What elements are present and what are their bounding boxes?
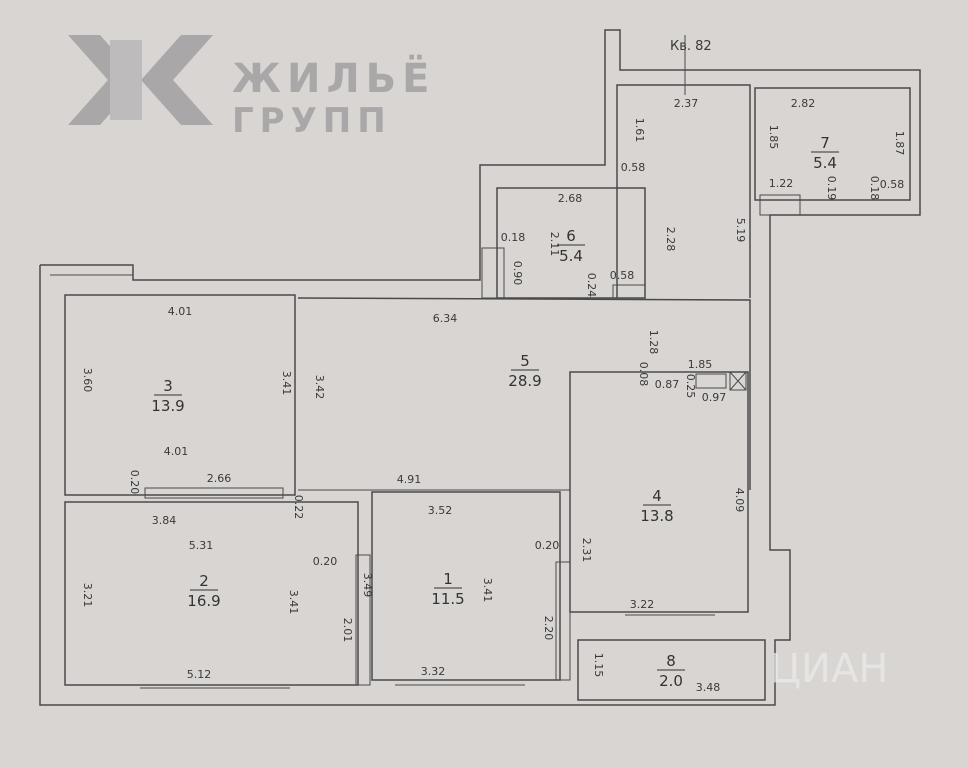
logo-line1: ЖИЛЬЁ <box>232 54 435 102</box>
dimension-label: 5.19 <box>734 218 747 243</box>
dimension-label: 3.84 <box>152 514 177 527</box>
watermark: ЦИАН <box>770 646 888 692</box>
room-area: 11.5 <box>431 590 464 608</box>
dimension-label: 2.01 <box>341 618 354 643</box>
apartment-label: Кв. 82 <box>670 39 712 54</box>
room-number: 2 <box>199 572 209 590</box>
room-number: 3 <box>163 377 173 395</box>
room-label-3: 313.9 <box>151 377 184 415</box>
dimension-label: 0.25 <box>684 374 697 399</box>
room-label-5: 528.9 <box>508 352 541 390</box>
dimension-label: 1.15 <box>592 653 605 678</box>
room-7-outline <box>754 87 911 201</box>
room-label-4: 413.8 <box>640 487 673 525</box>
room-number: 8 <box>666 652 676 670</box>
room-area: 13.9 <box>151 397 184 415</box>
dimension-label: 0.58 <box>880 178 905 191</box>
room-number: 5 <box>520 352 530 370</box>
room-area: 13.8 <box>640 507 673 525</box>
dimension-label: 4.01 <box>164 445 189 458</box>
dimension-label: 5.31 <box>189 539 214 552</box>
room-number: 6 <box>566 227 576 245</box>
room-label-7: 75.4 <box>811 134 839 172</box>
dimension-label: 0.20 <box>128 470 141 495</box>
dimension-label: 2.31 <box>580 538 593 563</box>
walls <box>39 29 921 706</box>
dimension-label: 2.68 <box>558 192 583 205</box>
dimension-label: 0.20 <box>313 555 338 568</box>
dimension-label: 0.18 <box>501 231 526 244</box>
dimension-label: 2.11 <box>548 232 561 257</box>
room-area: 28.9 <box>508 372 541 390</box>
dimension-label: 0.87 <box>655 378 680 391</box>
dimension-label: 0.19 <box>825 176 838 201</box>
dimension-label: 6.34 <box>433 312 458 325</box>
dimension-label: 0.08 <box>637 362 650 387</box>
room-area: 5.4 <box>559 247 583 265</box>
dimension-label: 1.28 <box>647 330 660 355</box>
dimension-label: 4.01 <box>168 305 193 318</box>
room-2-outline <box>64 501 359 686</box>
room-number: 7 <box>820 134 830 152</box>
dimension-label: 2.82 <box>791 97 816 110</box>
dimension-label: 2.37 <box>674 97 699 110</box>
dimension-label: 3.41 <box>287 590 300 615</box>
dimension-label: 0.24 <box>585 273 598 298</box>
dimension-label: 1.22 <box>769 177 794 190</box>
dimension-label: 3.32 <box>421 665 446 678</box>
room-label-8: 82.0 <box>657 652 685 690</box>
dimension-label: 3.42 <box>313 375 326 400</box>
dimension-label: 0.97 <box>702 391 727 404</box>
dimension-label: 1.85 <box>688 358 713 371</box>
dimension-label: 4.91 <box>397 473 422 486</box>
dimension-label: 2.20 <box>542 616 555 641</box>
logo: ЖИЛЬЁ ГРУПП <box>68 35 435 141</box>
dimension-label: 2.66 <box>207 472 232 485</box>
room-area: 16.9 <box>187 592 220 610</box>
dimension-label: 3.48 <box>696 681 721 694</box>
dimension-label: 0.22 <box>292 495 305 520</box>
room-number: 4 <box>652 487 662 505</box>
room-label-6: 65.4 <box>557 227 585 265</box>
dimension-label: 4.09 <box>733 488 746 513</box>
room-area: 5.4 <box>813 154 837 172</box>
dimension-label: 0.90 <box>511 261 524 286</box>
dimension-label: 3.60 <box>81 368 94 393</box>
dimension-label: 3.41 <box>280 371 293 396</box>
dimension-label: 0.18 <box>868 176 881 201</box>
dimension-label: 0.58 <box>621 161 646 174</box>
dimension-label: 3.49 <box>361 573 374 598</box>
room-8-outline <box>577 639 766 701</box>
logo-line2: ГРУПП <box>232 101 392 141</box>
dimension-label: 3.41 <box>481 578 494 603</box>
logo-mark <box>68 35 213 125</box>
dimension-label: 1.85 <box>767 125 780 150</box>
dimension-label: 3.21 <box>81 583 94 608</box>
dimension-label: 3.22 <box>630 598 655 611</box>
dimension-label: 5.12 <box>187 668 212 681</box>
dimension-label: 0.20 <box>535 539 560 552</box>
room-number: 1 <box>443 570 453 588</box>
dimension-label: 3.52 <box>428 504 453 517</box>
room-1-outline <box>371 491 561 681</box>
dimension-label: 0.58 <box>610 269 635 282</box>
dimension-label: 1.87 <box>893 131 906 156</box>
dimension-label: 1.61 <box>633 118 646 143</box>
dimension-label: 2.28 <box>664 227 677 252</box>
room-area: 2.0 <box>659 672 683 690</box>
room-6-outline <box>496 187 646 299</box>
room-label-2: 216.9 <box>187 572 220 610</box>
room-3-outline <box>64 294 296 496</box>
room-label-1: 111.5 <box>431 570 464 608</box>
